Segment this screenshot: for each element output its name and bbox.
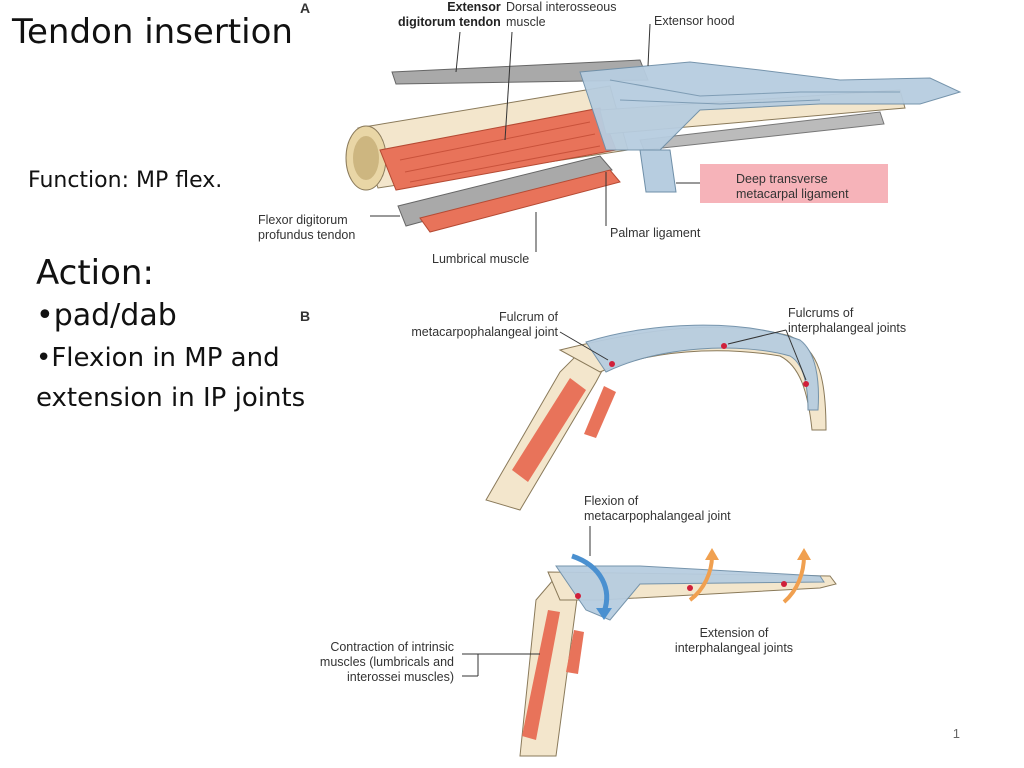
- label-contraction-line2: muscles (lumbricals and: [319, 655, 454, 669]
- label-flexion-line1: Flexion of: [584, 494, 639, 508]
- bullet-pad-dab: •pad/dab: [36, 298, 177, 333]
- panel-b-top-drawing: [485, 324, 827, 511]
- action-block: Action: •pad/dab •Flexion in MP and exte…: [36, 252, 336, 418]
- page-number: 1: [952, 726, 960, 741]
- label-flexor-line2: profundus tendon: [258, 228, 356, 242]
- label-contraction: Contraction of intrinsic muscles (lumbri…: [300, 640, 454, 685]
- label-deep-transverse: Deep transverse metacarpal ligament: [736, 172, 849, 202]
- label-flexor-profundus: Flexor digitorum profundus tendon: [258, 213, 355, 243]
- label-dorsal-line1: Dorsal interosseous: [506, 0, 617, 14]
- action-heading: Action:: [36, 253, 154, 293]
- label-extensor-line2: digitorum tendon: [398, 15, 501, 29]
- slide-title: Tendon insertion: [12, 12, 293, 52]
- label-fulcrum-ip-line1: Fulcrums of: [788, 306, 854, 320]
- label-deep-line1: Deep transverse: [736, 172, 828, 186]
- label-dorsal-interosseous: Dorsal interosseous muscle: [506, 0, 616, 30]
- panel-a-drawing: [345, 23, 962, 252]
- label-flexor-line1: Flexor digitorum: [258, 213, 348, 227]
- bullet-flexion-extension: •Flexion in MP and extension in IP joint…: [36, 343, 306, 413]
- label-dorsal-line2: muscle: [506, 15, 546, 29]
- panel-b-bottom-drawing: [462, 526, 837, 757]
- label-contraction-line3: interossei muscles): [347, 670, 454, 684]
- label-flexion-mp: Flexion of metacarpophalangeal joint: [584, 494, 731, 524]
- label-lumbrical: Lumbrical muscle: [432, 252, 530, 266]
- label-fulcrum-ip: Fulcrums of interphalangeal joints: [788, 306, 906, 336]
- deep-ligament-highlight: [700, 164, 888, 203]
- function-text: Function: MP flex.: [28, 168, 223, 193]
- label-extensor-digitorum: Extensor digitorum tendon: [398, 0, 501, 30]
- label-fulcrum-mp-line1: Fulcrum of: [498, 310, 558, 324]
- label-extension-line1: Extension of: [699, 626, 769, 640]
- label-extension-line2: interphalangeal joints: [674, 641, 794, 655]
- label-extension-ip: Extension of interphalangeal joints: [664, 626, 804, 656]
- label-fulcrum-mp-line2: metacarpophalangeal joint: [411, 325, 558, 339]
- label-contraction-line1: Contraction of intrinsic: [330, 640, 454, 654]
- label-fulcrum-mp: Fulcrum of metacarpophalangeal joint: [388, 310, 558, 340]
- label-deep-line2: metacarpal ligament: [736, 187, 849, 201]
- label-palmar-ligament: Palmar ligament: [610, 226, 701, 240]
- label-flexion-line2: metacarpophalangeal joint: [584, 509, 731, 523]
- panel-a-letter: A: [300, 0, 311, 16]
- label-extensor-line1: Extensor: [447, 0, 501, 14]
- label-extensor-hood: Extensor hood: [654, 14, 735, 28]
- label-fulcrum-ip-line2: interphalangeal joints: [788, 321, 907, 335]
- panel-b-letter: B: [300, 308, 311, 324]
